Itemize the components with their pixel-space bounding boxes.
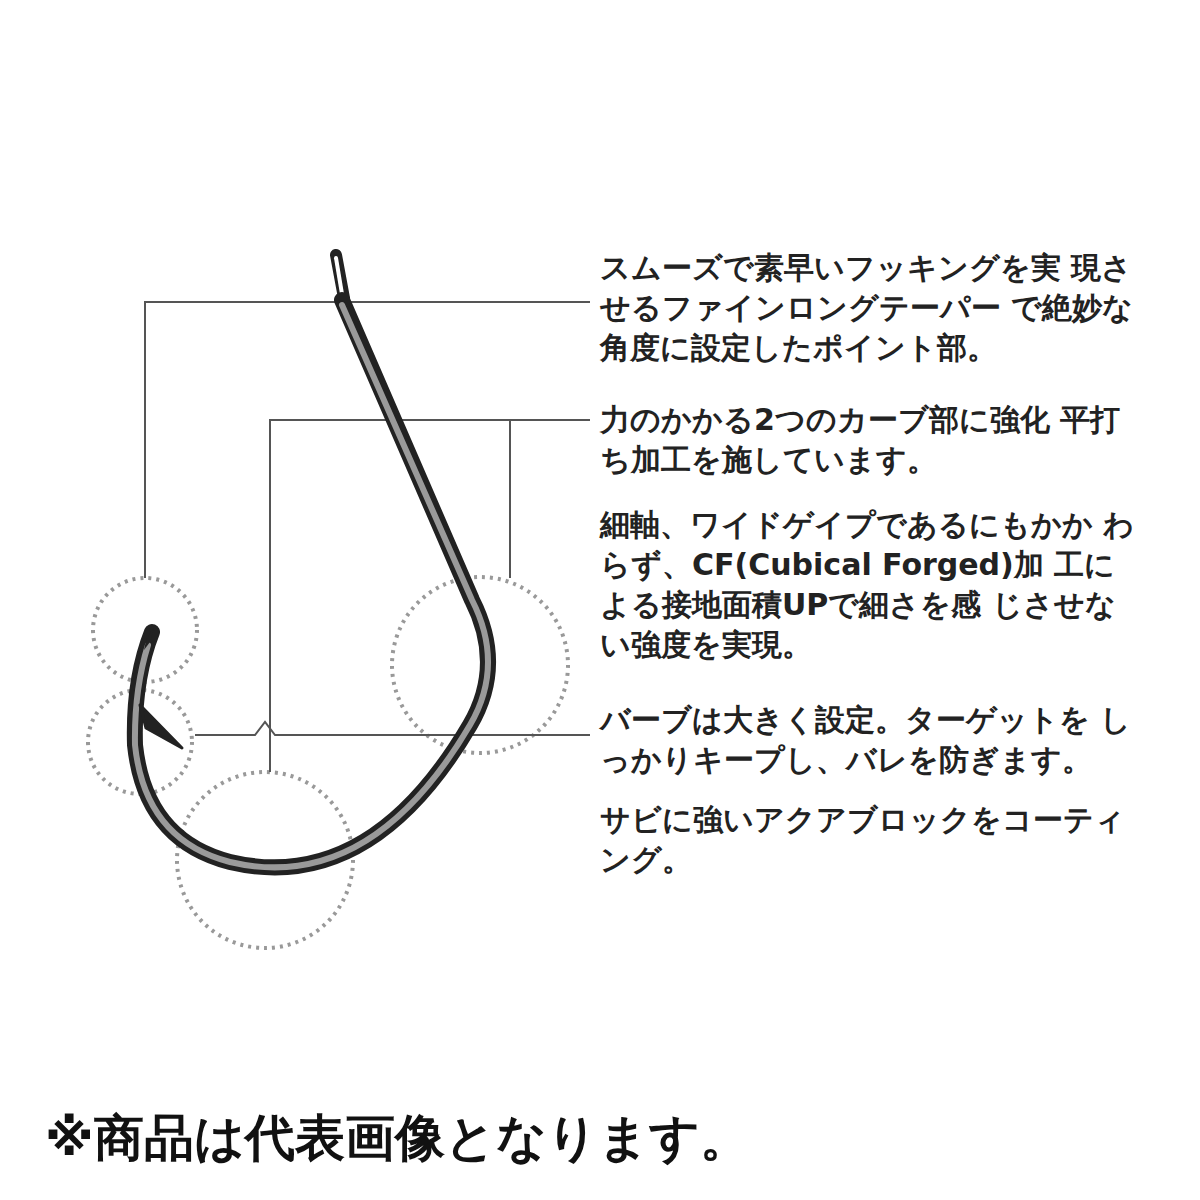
- note-caption: ※商品は代表画像となります。: [45, 1108, 750, 1168]
- callout-text: バーブは大きく設定。ターゲットを しっかりキープし、バレを防ぎます。: [600, 700, 1140, 780]
- highlight-circles: [88, 577, 568, 948]
- callout-text: 細軸、ワイドゲイプであるにもかか わらず、CF(Cubical Forged)加…: [600, 505, 1140, 665]
- hook-eye: [336, 258, 342, 294]
- hook-barb: [140, 705, 182, 748]
- callout-text: サビに強いアクアブロックをコーティング。: [600, 800, 1140, 880]
- hook: [135, 255, 488, 867]
- hook-point: [144, 628, 154, 650]
- hook-flat: [135, 305, 488, 867]
- leader-line: [509, 420, 511, 578]
- callout-text: スムーズで素早いフッキングを実 現させるファインロングテーパー で絶妙な角度に設…: [600, 248, 1140, 368]
- callout-text: 力のかかる2つのカーブ部に強化 平打ち加工を施しています。: [600, 400, 1140, 480]
- hook-eye: [336, 255, 344, 298]
- leader-line: [270, 420, 590, 772]
- hook-body: [135, 300, 488, 867]
- leader-line: [195, 722, 590, 735]
